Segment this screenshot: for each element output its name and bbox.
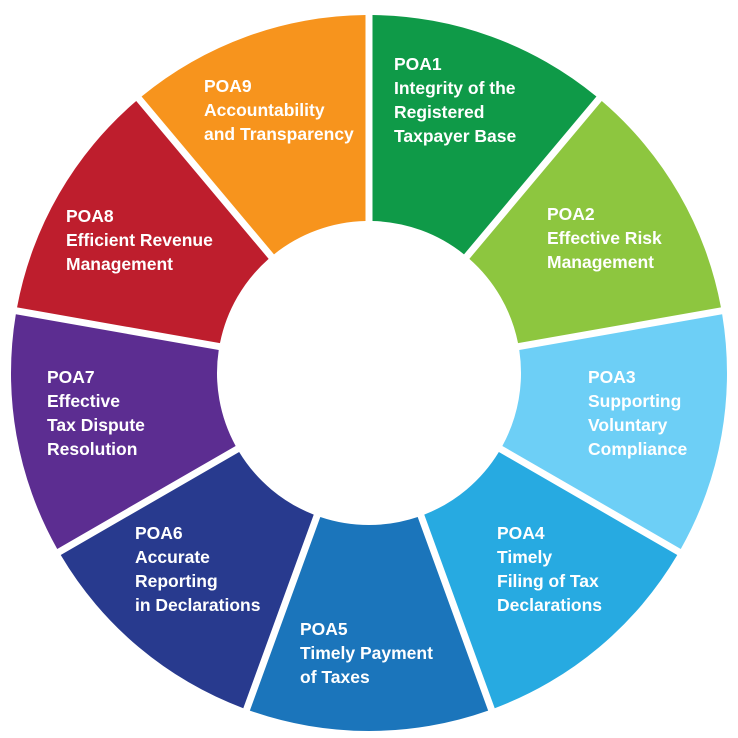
- segment-title-line: Timely Payment: [300, 643, 433, 663]
- segment-shape: [141, 15, 366, 255]
- segment-shape: [249, 516, 489, 731]
- segment-shape: [469, 101, 721, 344]
- segment-shape: [372, 15, 597, 255]
- segment-code: POA1: [394, 54, 442, 74]
- segment-title-line: Management: [66, 254, 173, 274]
- segment-code: POA6: [135, 523, 183, 543]
- segment-shape: [502, 314, 727, 549]
- segment-shape: [60, 452, 314, 709]
- segment-title-line: Effective: [47, 391, 120, 411]
- segment-code: POA2: [547, 204, 595, 224]
- segment-title-line: in Declarations: [135, 595, 261, 615]
- segment-shape: [17, 101, 269, 344]
- segment-title-line: Integrity of the: [394, 78, 516, 98]
- segment-title-line: Taxpayer Base: [394, 126, 517, 146]
- segment-title-line: Reporting: [135, 571, 218, 591]
- segment-code: POA3: [588, 367, 636, 387]
- segment-title-line: Declarations: [497, 595, 602, 615]
- segment-code: POA7: [47, 367, 95, 387]
- segment-title-line: Filing of Tax: [497, 571, 599, 591]
- center-hole: [219, 223, 519, 523]
- segment-title-line: and Transparency: [204, 124, 354, 144]
- segment-shape: [10, 314, 236, 549]
- segment-code: POA8: [66, 206, 114, 226]
- segment-title-line: Management: [547, 252, 654, 272]
- segment-title-line: Effective Risk: [547, 228, 662, 248]
- segment-code: POA4: [497, 523, 545, 543]
- segment-title-line: Accurate: [135, 547, 210, 567]
- segment-title-line: Compliance: [588, 439, 687, 459]
- segment-title-line: of Taxes: [300, 667, 370, 687]
- segment-code: POA9: [204, 76, 252, 96]
- segment-title-line: Supporting: [588, 391, 681, 411]
- segment-title-line: Tax Dispute: [47, 415, 145, 435]
- segment-title-line: Registered: [394, 102, 484, 122]
- segment-title-line: Voluntary: [588, 415, 668, 435]
- segment-title-line: Accountability: [204, 100, 325, 120]
- segment-code: POA5: [300, 619, 348, 639]
- segment-shape: [424, 452, 678, 709]
- segment-title-line: Resolution: [47, 439, 137, 459]
- segment-title-line: Efficient Revenue: [66, 230, 213, 250]
- segment-title-line: Timely: [497, 547, 552, 567]
